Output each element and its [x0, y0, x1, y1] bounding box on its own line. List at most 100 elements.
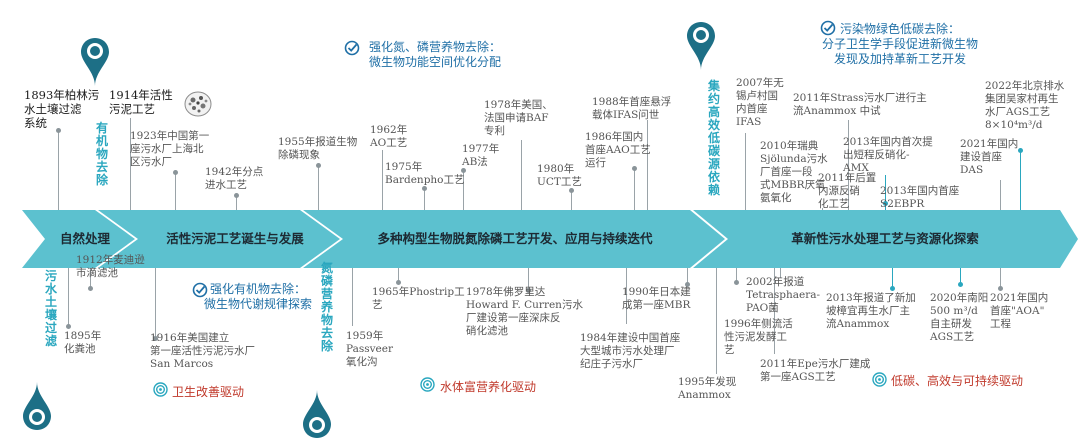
target-icon — [420, 377, 435, 392]
event-1942: 1942年分点 进水工艺 — [205, 166, 264, 191]
event-2011a: 2011年Strass污水厂进行主 流Anammox 中试 — [793, 92, 927, 117]
event-2007: 2007年无 锡卢村国 内首座 IFAS — [736, 77, 784, 128]
event-1977: 1977年 AB法 — [462, 143, 500, 168]
dot-1977 — [461, 168, 466, 173]
highlight-green-lowcarbon: 污染物绿色低碳去除： 分子卫生学手段促进新微生物 发现及加持革新工艺开发 — [821, 22, 978, 66]
leader-1986 — [634, 168, 635, 210]
leader-2011a — [848, 120, 849, 210]
phase-arrow-1 — [22, 210, 135, 268]
event-1923: 1923年中国第一 座污水厂上海北 区污水厂 — [130, 130, 210, 168]
leader-1942 — [236, 195, 237, 210]
dot-1986 — [632, 166, 637, 171]
leader-1995 — [716, 268, 717, 374]
leader-1977 — [463, 170, 464, 210]
map-pin-icon — [23, 382, 51, 430]
dot-1895 — [66, 324, 71, 329]
leader-2022 — [1020, 150, 1021, 210]
event-2021b: 2021年国内 首座"AOA" 工程 — [990, 292, 1049, 330]
highlight-nitrogen-phosphorus: 强化氮、磷营养物去除： 微生物功能空间优化分配 — [368, 40, 501, 69]
dot-1893 — [56, 128, 61, 133]
leader-2013a — [885, 175, 886, 210]
target-icon — [872, 372, 887, 387]
leader-2011c — [774, 268, 775, 354]
leader-1916 — [155, 268, 156, 338]
dot-1965 — [396, 280, 401, 285]
phase-label-2: 活性污泥工艺诞生与发展 — [166, 231, 304, 246]
event-1975: 1975年 Bardenpho工艺 — [385, 161, 465, 186]
event-2013b: 2013年国内首座 S2EBPR — [880, 185, 960, 210]
dot-1980 — [569, 188, 574, 193]
map-pin-icon — [687, 22, 715, 70]
leader-1914 — [130, 118, 131, 210]
target-icon — [153, 382, 168, 397]
leader-2021a — [1000, 180, 1001, 210]
dot-2020 — [958, 282, 963, 287]
driver-lowcarbon-sustainable: 低碳、高效与可持续驱动 — [891, 374, 1024, 388]
event-1978: 1978年美国、 法国申请BAF 专利 — [484, 99, 553, 137]
event-2011b: 2011年后置 内源反硝 化工艺 — [818, 172, 877, 210]
event-2011c: 2011年Epe污水厂建成 第一座AGS工艺 — [760, 358, 871, 383]
phase-label-4: 革新性污水处理工艺与资源化探索 — [791, 231, 979, 246]
event-1996: 1996年侧流活 性污泥发酵工 艺 — [724, 318, 793, 356]
vertical-tag-nutrient: 氮磷营养物去除 — [320, 261, 333, 353]
event-1895: 1895年 化粪池 — [64, 330, 102, 355]
dot-2021b — [998, 286, 1003, 291]
dot-1955 — [316, 163, 321, 168]
phase-arrow-4 — [693, 210, 1078, 268]
event-2020: 2020年南阳 500 m³/d 自主研发 AGS工艺 — [930, 292, 989, 343]
leader-1988 — [647, 120, 648, 210]
event-1986: 1986年国内 首座AAO工艺 运行 — [585, 131, 651, 169]
leader-1965 — [398, 268, 399, 282]
event-1995: 1995年发现 Anammox — [678, 376, 737, 401]
event-2013c: 2013年报道了新加 坡樟宜再生水厂主 流Anammox — [826, 292, 916, 330]
driver-sanitation: 卫生改善驱动 — [172, 385, 245, 399]
event-1955: 1955年报道生物 除磷现象 — [278, 136, 358, 161]
leader-1962 — [382, 150, 383, 210]
leader-2020 — [960, 268, 961, 284]
leader-1978 — [521, 140, 522, 210]
map-pin-icon — [81, 38, 109, 86]
leader-1996 — [736, 268, 737, 282]
event-2022: 2022年北京排水 集团吴家村再生 水厂AGS工艺 8×10⁴m³/d — [985, 80, 1065, 131]
dot-1923 — [173, 170, 178, 175]
event-1959: 1959年 Passveer 氧化沟 — [346, 330, 394, 368]
check-icon — [820, 20, 836, 36]
dot-2022 — [1018, 148, 1023, 153]
sludge-floc-icon — [184, 91, 212, 117]
event-1988: 1988年首座悬浮 载体IFAS问世 — [592, 96, 672, 121]
event-1980: 1980年 UCT工艺 — [537, 163, 582, 188]
map-pin-icon — [303, 390, 331, 438]
event-1965: 1965年Phostrip工 艺 — [372, 286, 465, 311]
leader-1895 — [68, 268, 69, 326]
phase-arrow-2 — [98, 210, 340, 268]
leader-1978b — [528, 268, 529, 290]
leader-2021b — [1000, 268, 1001, 288]
dot-2013a — [883, 201, 888, 206]
event-2021a: 2021年国内 建设首座 DAS — [960, 138, 1019, 176]
leader-1975 — [424, 188, 425, 210]
dot-1912 — [88, 286, 93, 291]
event-2002: 2002年报道 Tetrasphaera- PAO菌 — [746, 276, 821, 314]
phase-label-1: 自然处理 — [59, 231, 110, 246]
check-icon — [192, 282, 208, 298]
leader-1923 — [175, 172, 176, 210]
event-1978b: 1978年佛罗里达 Howard F. Curren污水 厂建设第一座深床反 硝… — [466, 286, 583, 337]
event-2013a: 2013年国内首次提 出短程反硝化- AMX — [843, 136, 933, 174]
leader-1912 — [90, 268, 91, 288]
vertical-tag-soil-filtration: 污水土壤过滤 — [44, 269, 57, 348]
phase-label-3: 多种构型生物脱氮除磷工艺开发、应用与持续迭代 — [377, 231, 653, 246]
leader-2013c — [892, 268, 893, 288]
event-1984: 1984年建设中国首座 大型城市污水处理厂 纪庄子污水厂 — [580, 332, 681, 370]
dot-1990 — [685, 282, 690, 287]
leader-1990 — [687, 268, 688, 284]
phase-arrow-3 — [303, 210, 725, 268]
event-2010: 2010年瑞典 Sjölunda污水 厂首座一段 式MBBR厌氧 氨氧化 — [760, 140, 828, 204]
event-1914: 1914年活性 污泥工艺 — [109, 88, 173, 116]
dot-2013c — [890, 286, 895, 291]
event-1962: 1962年 AO工艺 — [370, 124, 408, 149]
leader-2002 — [780, 268, 781, 278]
vertical-tag-intensive: 集约高效低碳源依赖 — [707, 79, 720, 197]
leader-1984 — [626, 268, 627, 324]
dot-1942 — [234, 193, 239, 198]
